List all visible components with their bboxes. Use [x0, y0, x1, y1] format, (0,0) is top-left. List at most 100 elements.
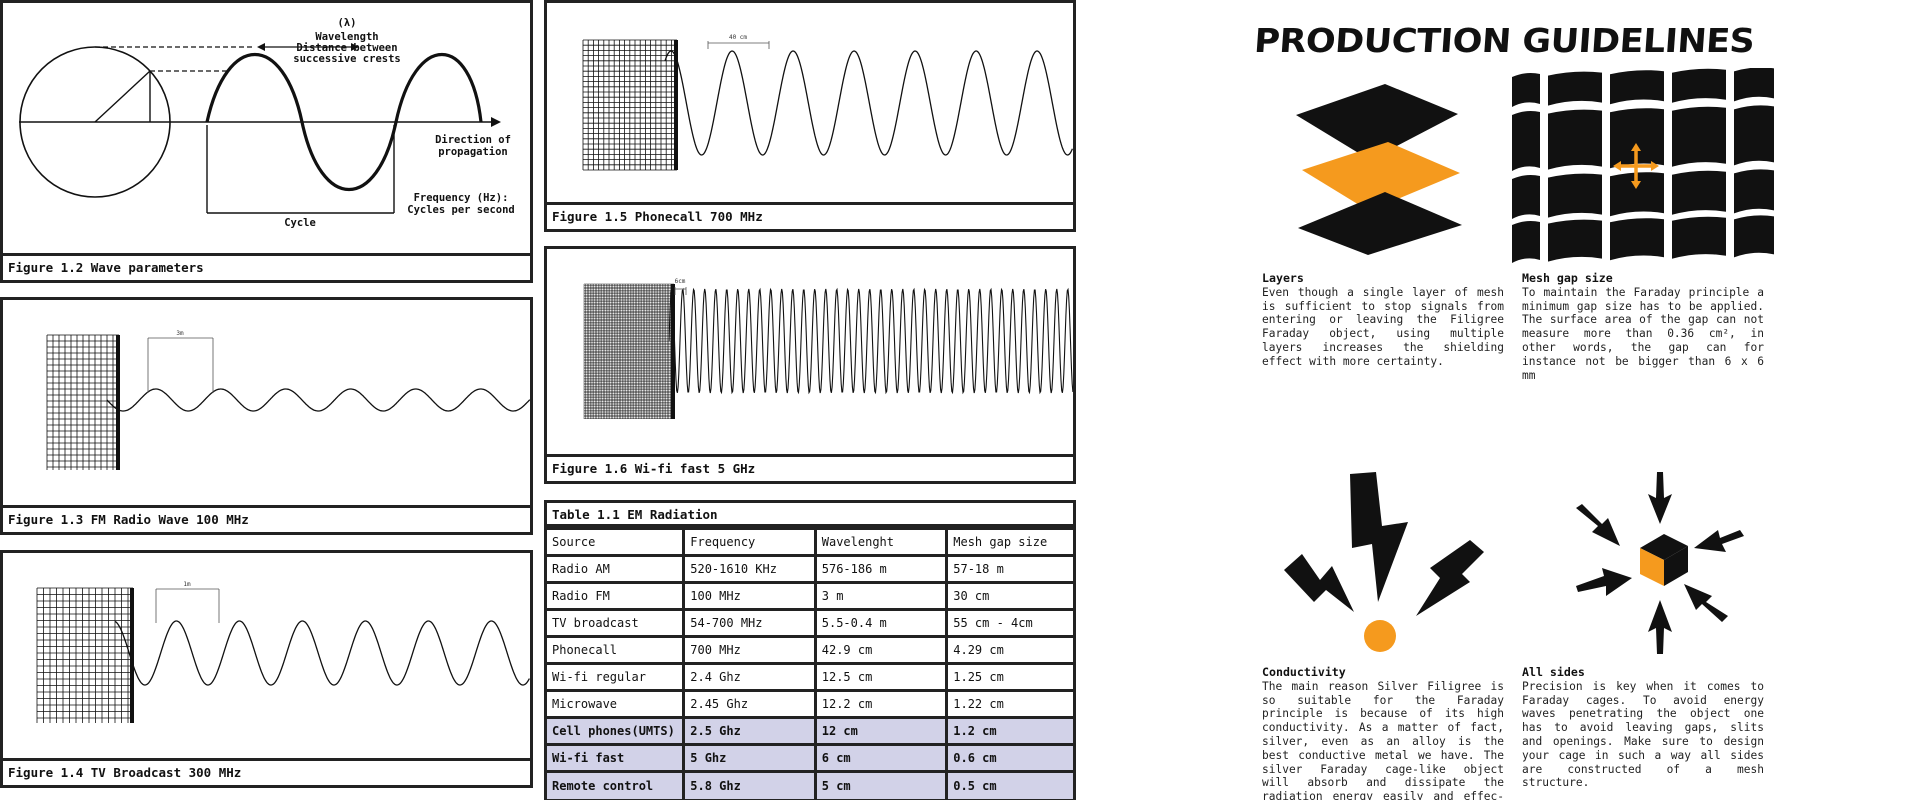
- guideline-body: Precision is key when it comes to Farada…: [1522, 679, 1764, 790]
- figure-tv-broadcast: 1m: [0, 550, 533, 761]
- distance-label-line1: Distance between: [296, 42, 397, 54]
- distance-label-line2: successive crests: [293, 53, 400, 65]
- mesh-grid: [582, 39, 678, 171]
- direction-label-line1: Direction of: [435, 134, 511, 146]
- figure-wifi-fast: 6cm: [544, 246, 1076, 457]
- table-title: Table 1.1 EM Radiation: [547, 503, 1073, 527]
- table-cell: 2.45 Ghz: [682, 689, 817, 719]
- measure-marker: [147, 337, 214, 393]
- mesh-grid: [36, 587, 134, 723]
- table-cell: 5.5-0.4 m: [813, 608, 949, 638]
- table-cell: 30 cm: [945, 581, 1073, 611]
- table-cell: 6 cm: [813, 743, 949, 773]
- guideline-conductivity: Conductivity The main reason Silver Fili…: [1262, 665, 1504, 800]
- fm-wave: [106, 388, 530, 412]
- guideline-layers: Layers Even though a single layer of mes…: [1262, 271, 1504, 369]
- guideline-heading: Layers: [1262, 271, 1304, 285]
- figure-1-2-caption: Figure 1.2 Wave parameters: [0, 253, 533, 283]
- stacked-layers-icon: [1296, 84, 1462, 255]
- em-radiation-table: Table 1.1 EM Radiation Source Frequency …: [544, 500, 1076, 800]
- mesh-grid: [46, 334, 120, 470]
- lambda-symbol: (λ): [338, 17, 357, 29]
- column-header: Mesh gap size: [945, 527, 1073, 557]
- table-cell: Remote control: [547, 770, 686, 799]
- table-cell: 576-186 m: [813, 554, 949, 584]
- guideline-body: To maintain the Faraday principle a mini…: [1522, 285, 1764, 382]
- production-guidelines-title: PRODUCTION GUIDELINES: [1254, 21, 1756, 60]
- measure-marker: [707, 41, 770, 49]
- table-row: Phonecall 700 MHz 42.9 cm 4.29 cm: [547, 635, 1073, 665]
- table-cell: 1.22 cm: [945, 689, 1073, 719]
- measure-label: 3m: [176, 330, 184, 337]
- column-header: Wavelenght: [813, 527, 949, 557]
- table-cell: Radio AM: [547, 554, 686, 584]
- table-cell: 1.2 cm: [945, 716, 1073, 746]
- table-cell: 55 cm - 4cm: [945, 608, 1073, 638]
- table-cell: Wi-fi fast: [547, 743, 686, 773]
- table-row: Microwave 2.45 Ghz 12.2 cm 1.22 cm: [547, 689, 1073, 719]
- table-cell: 4.29 cm: [945, 635, 1073, 665]
- table-cell: 520-1610 KHz: [682, 554, 817, 584]
- table-row-highlighted: Remote control 5.8 Ghz 5 cm 0.5 cm: [547, 770, 1073, 799]
- table-cell: Microwave: [547, 689, 686, 719]
- direction-label-line2: propagation: [438, 146, 508, 158]
- figure-1-4-caption: Figure 1.4 TV Broadcast 300 MHz: [0, 758, 533, 788]
- table-cell: Cell phones(UMTS): [547, 716, 686, 746]
- table-cell: Phonecall: [547, 635, 686, 665]
- table-cell: Radio FM: [547, 581, 686, 611]
- table-cell: 5 cm: [813, 770, 949, 799]
- table-cell: 5.8 Ghz: [682, 770, 817, 799]
- table-cell: 2.4 Ghz: [682, 662, 817, 692]
- tv-wave: [114, 620, 530, 686]
- table-cell: 700 MHz: [682, 635, 817, 665]
- lightning-bolts-icon: [1284, 472, 1484, 652]
- table-cell: 54-700 MHz: [682, 608, 817, 638]
- table-row: TV broadcast 54-700 MHz 5.5-0.4 m 55 cm …: [547, 608, 1073, 638]
- table-cell: 1.25 cm: [945, 662, 1073, 692]
- measure-label: 6cm: [675, 278, 686, 285]
- table-cell: 3 m: [813, 581, 949, 611]
- guideline-all-sides: All sides Precision is key when it comes…: [1522, 665, 1764, 790]
- table-row: Radio FM 100 MHz 3 m 30 cm: [547, 581, 1073, 611]
- table-cell: 42.9 cm: [813, 635, 949, 665]
- table-row-highlighted: Cell phones(UMTS) 2.5 Ghz 12 cm 1.2 cm: [547, 716, 1073, 746]
- guideline-heading: Mesh gap size: [1522, 271, 1613, 285]
- figure-wave-parameters: (λ) Wavelength Distance between successi…: [0, 0, 533, 256]
- svg-text:PRODUCTION GUIDELINES: PRODUCTION GUIDELINES: [1254, 21, 1756, 60]
- table-cell: 0.5 cm: [945, 770, 1073, 799]
- table-header-row: Source Frequency Wavelenght Mesh gap siz…: [547, 527, 1073, 557]
- column-header: Source: [547, 527, 686, 557]
- table-cell: TV broadcast: [547, 608, 686, 638]
- table-cell: 57-18 m: [945, 554, 1073, 584]
- wave-parameters-diagram: (λ) Wavelength Distance between successi…: [19, 17, 515, 229]
- column-header: Frequency: [682, 527, 817, 557]
- table-cell: 5 Ghz: [682, 743, 817, 773]
- mesh-grid-icon: [1512, 68, 1774, 263]
- table-cell: 0.6 cm: [945, 743, 1073, 773]
- table-row: Wi-fi regular 2.4 Ghz 12.5 cm 1.25 cm: [547, 662, 1073, 692]
- figure-1-6-caption: Figure 1.6 Wi-fi fast 5 GHz: [544, 454, 1076, 484]
- table-row-highlighted: Wi-fi fast 5 Ghz 6 cm 0.6 cm: [547, 743, 1073, 773]
- figure-phonecall: 40 cm: [544, 0, 1076, 205]
- wifi-wave: [668, 287, 1073, 395]
- table-cell: 2.5 Ghz: [682, 716, 817, 746]
- measure-label: 1m: [183, 581, 191, 588]
- move-arrows-icon: [1613, 143, 1659, 189]
- phonecall-wave: [664, 50, 1073, 156]
- frequency-label-line2: Cycles per second: [407, 204, 514, 216]
- table-row: Radio AM 520-1610 KHz 576-186 m 57-18 m: [547, 554, 1073, 584]
- mesh-grid: [583, 283, 675, 419]
- measure-marker: [674, 287, 687, 295]
- guideline-body: The main reason Silver Filigree is so su…: [1262, 679, 1504, 800]
- table-cell: 12.5 cm: [813, 662, 949, 692]
- table-cell: 12 cm: [813, 716, 949, 746]
- table-cell: Wi-fi regular: [547, 662, 686, 692]
- guideline-heading: Conductivity: [1262, 665, 1346, 679]
- table-cell: 12.2 cm: [813, 689, 949, 719]
- guideline-heading: All sides: [1522, 665, 1585, 679]
- figure-1-3-caption: Figure 1.3 FM Radio Wave 100 MHz: [0, 505, 533, 535]
- measure-label: 40 cm: [729, 34, 747, 41]
- measure-marker: [155, 588, 220, 623]
- cycle-label: Cycle: [284, 217, 316, 229]
- frequency-label-line1: Frequency (Hz):: [414, 192, 509, 204]
